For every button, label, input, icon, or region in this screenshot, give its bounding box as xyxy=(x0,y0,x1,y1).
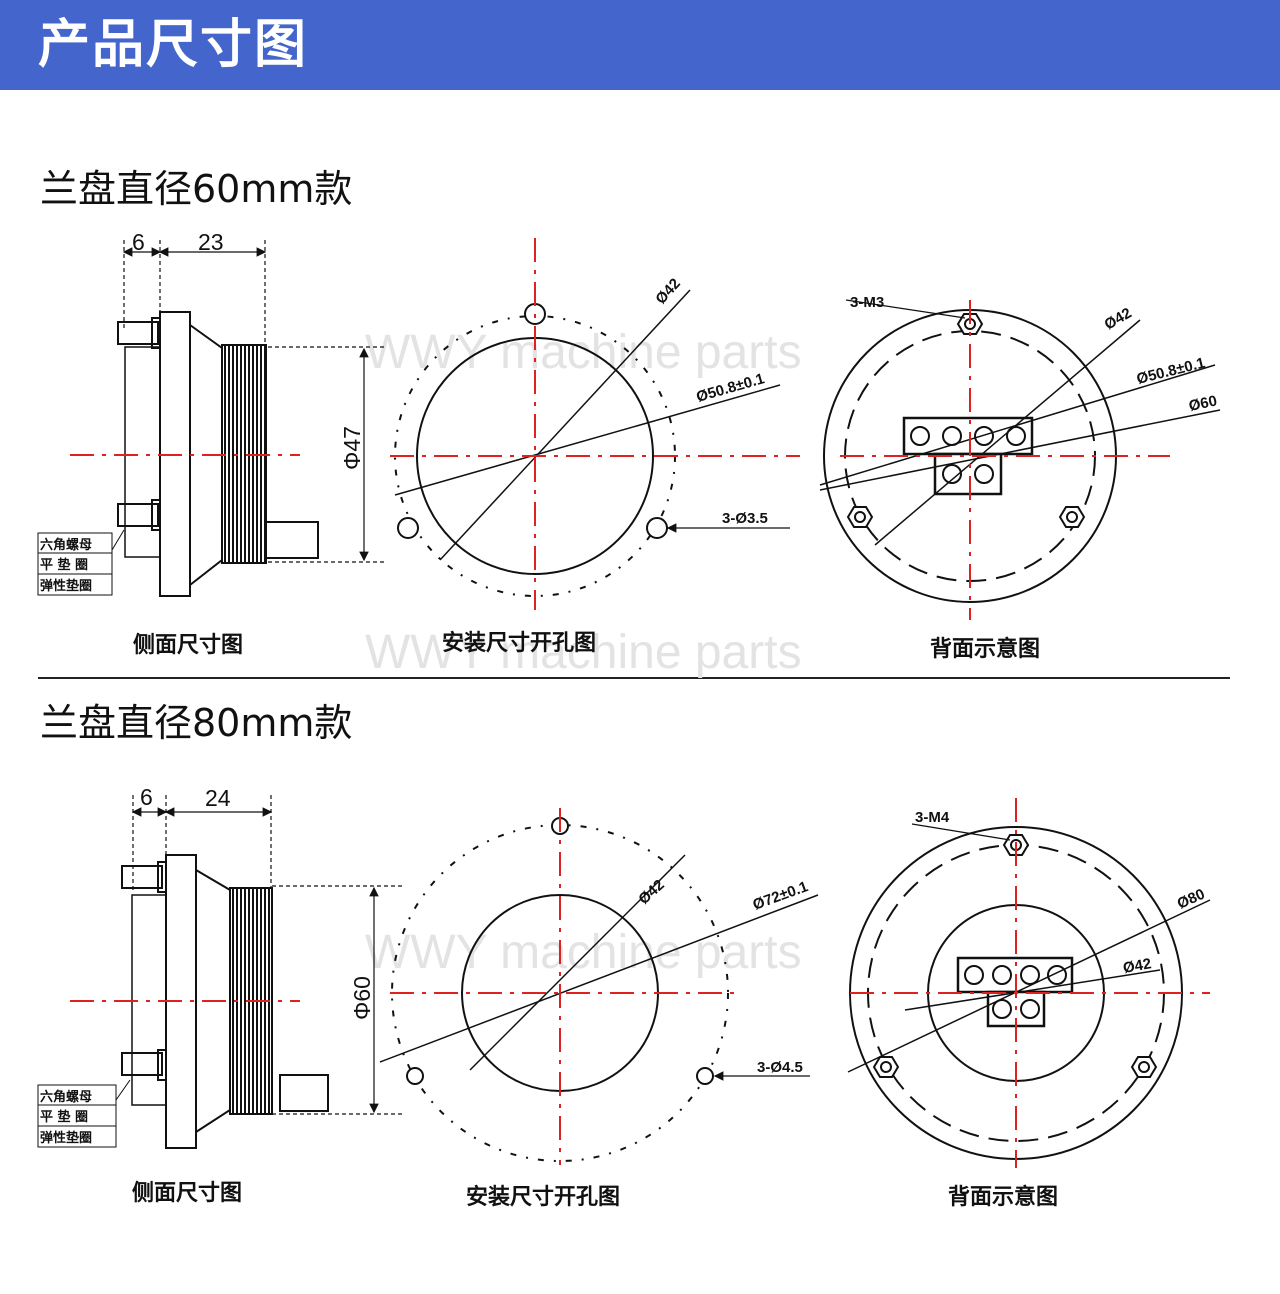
terminal-block-60 xyxy=(910,426,1026,484)
label-hex-nut: 六角螺母 xyxy=(40,1089,92,1105)
label-spring-washer: 弹性垫圈 xyxy=(40,578,92,594)
dim-screws: 3-M4 xyxy=(915,809,950,826)
header-bar: 产品尺寸图 xyxy=(0,0,1280,90)
dim-inner-diameter: Ø42 xyxy=(635,876,667,908)
caption-back-view: 背面示意图 xyxy=(948,1184,1058,1210)
caption-side-view: 侧面尺寸图 xyxy=(133,633,243,658)
watermark-3: WWY machine parts xyxy=(365,926,802,979)
side-view-60 xyxy=(37,240,385,597)
dim-back-b: Ø42 xyxy=(1122,955,1153,977)
label-flat-washer: 平 垫 圈 xyxy=(40,1109,88,1125)
section-divider xyxy=(38,677,1230,679)
dim-knob-diameter: Φ47 xyxy=(339,426,365,470)
dim-pcd: Ø72±0.1 xyxy=(751,878,811,914)
label-flat-washer: 平 垫 圈 xyxy=(40,557,88,573)
side-view-80 xyxy=(37,795,405,1149)
caption-back-view: 背面示意图 xyxy=(930,636,1040,662)
dim-holes: 3-Ø3.5 xyxy=(722,510,768,527)
back-view-80 xyxy=(847,823,1211,1160)
dim-body-length: 24 xyxy=(205,785,231,811)
label-spring-washer: 弹性垫圈 xyxy=(40,1130,92,1146)
watermark-2: WWY machine parts xyxy=(365,626,802,679)
dim-flange-thickness: 6 xyxy=(132,229,145,255)
caption-mount-view: 安装尺寸开孔图 xyxy=(442,630,596,656)
caption-mount-view: 安装尺寸开孔图 xyxy=(466,1184,620,1210)
dim-inner-diameter: Ø42 xyxy=(652,275,684,307)
page-title: 产品尺寸图 xyxy=(38,15,309,75)
label-hex-nut: 六角螺母 xyxy=(40,537,92,553)
dim-holes: 3-Ø4.5 xyxy=(757,1059,803,1076)
caption-side-view: 侧面尺寸图 xyxy=(132,1181,242,1206)
dim-screws: 3-M3 xyxy=(850,294,884,311)
dim-back-c: Ø60 xyxy=(1187,392,1218,415)
back-view-60 xyxy=(819,299,1221,603)
dim-knob-diameter: Φ60 xyxy=(349,976,375,1020)
watermark-1: WWY machine parts xyxy=(365,326,802,379)
section-title-60: 兰盘直径60mm款 xyxy=(40,167,353,211)
terminal-block-80 xyxy=(964,965,1067,1019)
section-title-80: 兰盘直径80mm款 xyxy=(40,701,353,745)
dim-back-b: Ø50.8±0.1 xyxy=(1135,354,1207,387)
dim-flange-thickness: 6 xyxy=(140,784,153,810)
mount-view-80 xyxy=(379,817,819,1162)
dim-body-length: 23 xyxy=(198,229,224,255)
